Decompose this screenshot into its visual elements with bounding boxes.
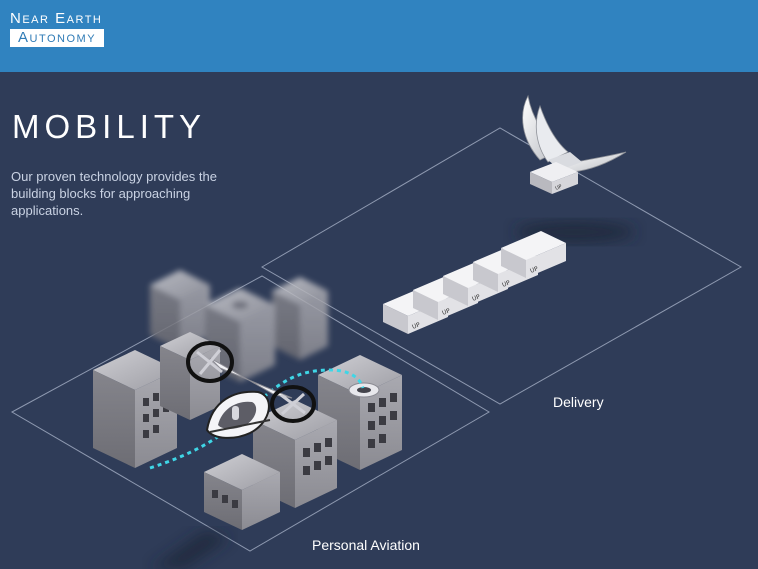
company-logo[interactable]: Near Earth Autonomy bbox=[10, 10, 105, 47]
personal-aviation-label[interactable]: Personal Aviation bbox=[312, 537, 420, 553]
svg-text:UP: UP bbox=[411, 321, 421, 331]
mobility-illustration: UP UP UP UP UP bbox=[10, 94, 743, 569]
logo-line-near-earth: Near Earth bbox=[10, 10, 103, 27]
header-bar: Near Earth Autonomy bbox=[0, 0, 758, 72]
logo-line-autonomy: Autonomy bbox=[10, 29, 105, 47]
flight-route bbox=[149, 368, 365, 470]
page-title: MOBILITY bbox=[12, 108, 207, 145]
delivery-drone: UP bbox=[522, 94, 627, 194]
hero-description: Our proven technology provides the build… bbox=[11, 169, 217, 218]
city-buildings bbox=[93, 332, 402, 530]
svg-text:UP: UP bbox=[471, 293, 481, 303]
delivery-label[interactable]: Delivery bbox=[553, 394, 604, 410]
svg-text:UP: UP bbox=[441, 307, 451, 317]
delivery-zone-outline bbox=[261, 127, 743, 405]
svg-text:UP: UP bbox=[555, 184, 563, 192]
air-taxi-vehicle bbox=[186, 341, 316, 439]
svg-text:UP: UP bbox=[501, 279, 511, 289]
svg-text:UP: UP bbox=[529, 265, 539, 275]
delivery-box-row: UP UP UP UP UP bbox=[383, 231, 566, 334]
